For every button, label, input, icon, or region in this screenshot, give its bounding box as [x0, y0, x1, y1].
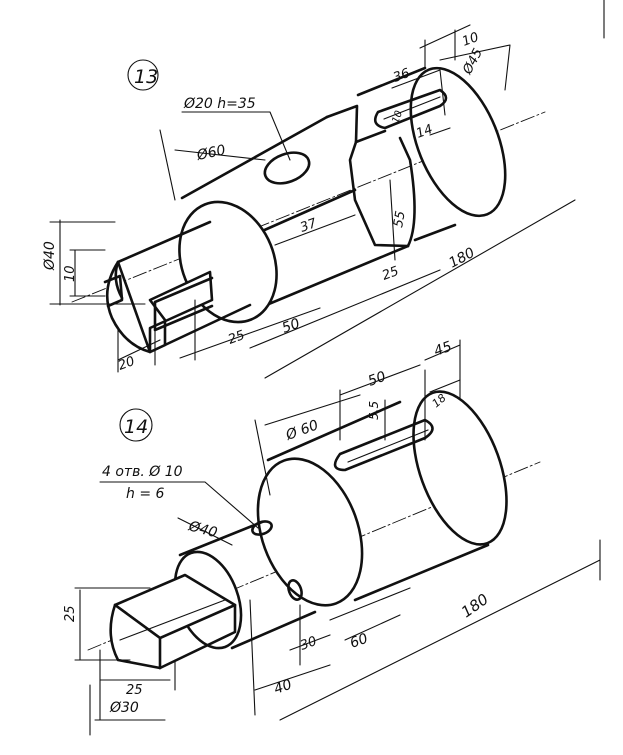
part-13-dim-37: 37	[298, 216, 319, 236]
part-14-drawing: 14	[63, 339, 601, 736]
part-13-dim-36: 36	[391, 66, 412, 86]
part-14-dim-25h: 25	[63, 605, 78, 622]
part-13-dimension-lines	[49, 24, 576, 379]
part-14-dim-60: 60	[348, 631, 370, 652]
part-13-dim-25: 25	[226, 328, 247, 348]
part-14-hole-note-2: h = 6	[126, 486, 165, 502]
part-14-dim-25w: 25	[126, 683, 143, 698]
part-13-number: 13	[134, 66, 158, 88]
part-14-left-shaft	[109, 573, 237, 670]
part-14-dim-dia30: Ø30	[109, 700, 139, 716]
part-14-hole-front	[287, 579, 303, 601]
part-13-hole-note: Ø20 h=35	[183, 96, 256, 112]
part-13-dim-dia60: Ø60	[195, 142, 228, 164]
part-13-dim-20: 20	[116, 354, 137, 374]
part-14-dim-30: 30	[298, 634, 319, 654]
part-13-dim-50: 50	[280, 316, 302, 337]
part-14-dimension-lines	[74, 339, 601, 736]
part-13-top-hole	[263, 151, 311, 185]
part-13-right-cylinder	[356, 66, 507, 242]
part-14-number: 14	[124, 416, 148, 438]
part-14-dim-dia40: Ø40	[186, 518, 219, 541]
part-14-dim-50: 50	[366, 369, 388, 390]
part-14-hole-note-1: 4 отв. Ø 10	[102, 464, 183, 480]
part-13-dim-25b: 25	[380, 264, 401, 284]
part-13-dim-14: 14	[414, 122, 435, 142]
part-13-drawing: 13	[42, 24, 576, 379]
part-14-hole-top	[251, 520, 273, 536]
part-14-dim-5-5: 5.5	[367, 401, 381, 420]
part-14-dim-40: 40	[272, 677, 294, 698]
part-13-dim-10-left: 10	[63, 265, 78, 282]
part-14-number-circle	[119, 408, 153, 442]
part-13-dim-10-slot: 10	[390, 109, 405, 125]
part-13-left-shaft	[103, 220, 252, 354]
part-13-dim-dia40: Ø40	[42, 241, 58, 271]
part-13-dim-10-top: 10	[460, 30, 481, 50]
part-13-dim-55: 55	[391, 210, 409, 229]
part-13-number-circle	[127, 59, 159, 91]
part-14-main-cylinder	[256, 390, 508, 607]
part-14-dim-45: 45	[432, 339, 454, 360]
